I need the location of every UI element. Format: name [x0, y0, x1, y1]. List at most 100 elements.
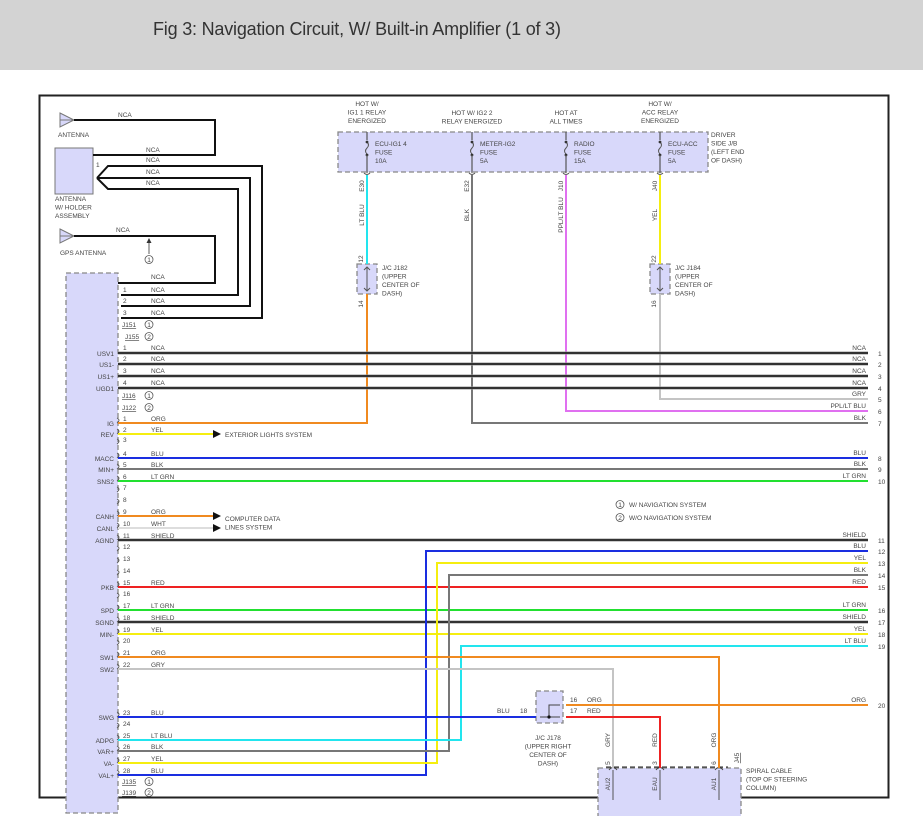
wire-blk-7: [471, 175, 868, 424]
unit-pin-number: 3: [123, 310, 127, 317]
figure-title: Fig 3: Navigation Circuit, W/ Built-in A…: [153, 19, 561, 39]
unit-signal-label: CANH: [96, 514, 115, 521]
unit-wire-label: YEL: [151, 427, 164, 434]
antenna-holder-label: ANTENNA: [55, 196, 87, 203]
power-source-heading: ENERGIZED: [641, 118, 679, 125]
junction-connector-j182-label: (UPPER: [382, 274, 407, 281]
power-source-heading: HOT W/: [355, 101, 379, 108]
unit-pin-socket: [116, 734, 120, 741]
power-pin-label: J40: [652, 180, 659, 191]
spiral-pin-number: 5: [605, 761, 612, 765]
unit-pin-number: 28: [123, 768, 131, 775]
fuse-label: 10A: [375, 158, 387, 165]
junction-block-label: DRIVER: [711, 132, 736, 139]
unit-signal-label: ADPG: [96, 738, 114, 745]
unit-wire-label: NCA: [151, 380, 165, 387]
spiral-pin-name: AU1: [711, 777, 718, 790]
unit-pin-number: 21: [123, 650, 131, 657]
diagram-frame: [38, 94, 890, 799]
unit-pin-socket: [116, 639, 120, 646]
unit-pin-number: 2: [123, 356, 127, 363]
unit-wire-label: NCA: [151, 287, 165, 294]
power-source-heading: IG1 1 RELAY: [348, 110, 387, 117]
connector-id: J122: [122, 405, 136, 412]
unit-signal-label: SW1: [100, 655, 114, 662]
j178-wire-out-label: ORG: [587, 697, 602, 704]
fuse-terminal: [365, 140, 369, 144]
connector-marker-circle: [144, 332, 154, 341]
spiral-pin-number: 3: [652, 761, 659, 765]
unit-pin-socket: [116, 651, 120, 658]
unit-pin-socket: [116, 745, 120, 752]
spiral-cable-label: (TOP OF STEERING: [746, 777, 807, 784]
pin-socket: [363, 172, 371, 175]
computer-data-arrow: [213, 524, 221, 532]
unit-pin-socket: [116, 510, 120, 517]
fuse-label: FUSE: [375, 150, 393, 157]
connector-marker-circle: [144, 788, 154, 797]
connector-id: J139: [122, 790, 136, 797]
power-wire-label: BLK: [464, 208, 471, 221]
unit-signal-label: US1+: [98, 374, 115, 381]
fuse-icon: [564, 141, 568, 155]
fuse-icon: [365, 141, 369, 155]
antenna-holder-label: ASSEMBLY: [55, 213, 90, 220]
unit-pin-socket: [116, 475, 120, 482]
output-number: 20: [878, 703, 886, 710]
output-number: 7: [878, 421, 882, 428]
unit-signal-label: UGD1: [96, 386, 114, 393]
output-wire-label: YEL: [854, 626, 867, 633]
fuse-label: ECU-ACC: [668, 141, 698, 148]
output-number: 6: [878, 409, 882, 416]
fuse-label: RADIO: [574, 141, 595, 148]
unit-pin-socket: [116, 463, 120, 470]
output-number: 2: [878, 362, 882, 369]
output-wire-label: PPL/LT BLU: [830, 403, 866, 410]
unit-pin-socket: [116, 604, 120, 611]
unit-pin-socket: [116, 757, 120, 764]
unit-pin-number: 15: [123, 580, 131, 587]
output-number: 18: [878, 632, 886, 639]
unit-wire-label: YEL: [151, 756, 164, 763]
fuse-label: ECU-IG1 4: [375, 141, 407, 148]
connector-marker: 2: [147, 405, 151, 412]
unit-signal-label: VAL+: [98, 773, 114, 780]
legend-text: W/O NAVIGATION SYSTEM: [629, 515, 711, 522]
wire-red-eau: [566, 716, 661, 768]
unit-wire-label: LT BLU: [151, 733, 173, 740]
connector-marker: 1: [147, 393, 151, 400]
unit-pin-socket: [116, 534, 120, 541]
unit-signal-label: IG: [107, 421, 114, 428]
computer-data-label: LINES SYSTEM: [225, 525, 272, 532]
exterior-lights-arrow: [213, 430, 221, 438]
power-wire-label: YEL: [652, 208, 659, 221]
spiral-cable-label: SPIRAL CABLE: [746, 768, 793, 775]
output-wire-label: BLK: [854, 567, 867, 574]
power-wire-label: LT BLU: [359, 204, 366, 226]
unit-wire-label: NCA: [151, 368, 165, 375]
output-wire-label: NCA: [852, 368, 866, 375]
unit-wire-label: NCA: [151, 345, 165, 352]
unit-pin-number: 1: [123, 416, 127, 423]
antenna-wire: [74, 119, 216, 156]
fuse-terminal: [658, 140, 662, 144]
wire-gry-sw2: [118, 668, 614, 768]
spiral-pin-name: AU2: [605, 777, 612, 790]
unit-pin-number: 8: [123, 497, 127, 504]
unit-pin-number: 4: [123, 380, 127, 387]
output-wire-label: LT GRN: [843, 473, 867, 480]
unit-signal-label: MIN-: [100, 632, 114, 639]
holder-wire-label: NCA: [146, 169, 160, 176]
unit-pin-socket: [116, 438, 120, 445]
unit-pin-number: 10: [123, 521, 131, 528]
computer-data-label: COMPUTER DATA: [225, 516, 281, 523]
unit-pin-socket: [116, 628, 120, 635]
legend-marker-circle: [615, 513, 625, 522]
driver-side-junction-block: [337, 131, 709, 173]
junction-connector-j182-label: CENTER OF: [382, 282, 420, 289]
power-source-heading: ENERGIZED: [348, 118, 386, 125]
figure-header: Fig 3: Navigation Circuit, W/ Built-in A…: [0, 0, 923, 70]
output-wire-label: BLU: [853, 450, 866, 457]
connector-marker: 1: [147, 322, 151, 329]
unit-pin-number: 2: [123, 427, 127, 434]
